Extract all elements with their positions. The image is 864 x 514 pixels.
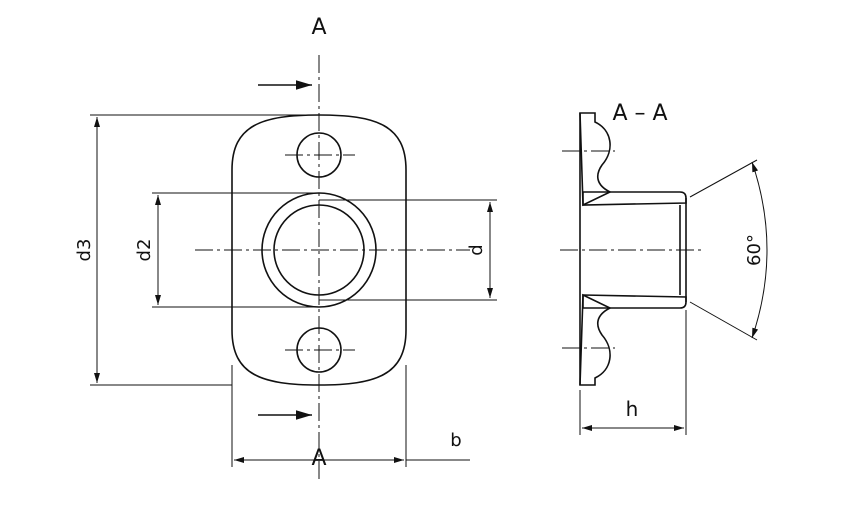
tube-wall-top <box>582 191 687 206</box>
d2-label: d2 <box>134 239 155 262</box>
angle-dimension <box>751 161 768 339</box>
d3-label: d3 <box>74 239 95 262</box>
h-label: h <box>626 397 639 421</box>
front-view: A A d3 d2 d b <box>74 15 497 480</box>
d-label: d <box>466 244 487 255</box>
section-label-bottom: A <box>311 446 326 471</box>
plate-outline <box>231 114 407 386</box>
section-view-title: A – A <box>612 101 667 126</box>
angle-label: 60° <box>744 234 765 266</box>
tube-wall-bottom <box>582 294 687 309</box>
section-view: A – A 60° h <box>560 101 768 435</box>
section-label-top: A <box>311 15 326 40</box>
b-label: b <box>450 430 461 451</box>
